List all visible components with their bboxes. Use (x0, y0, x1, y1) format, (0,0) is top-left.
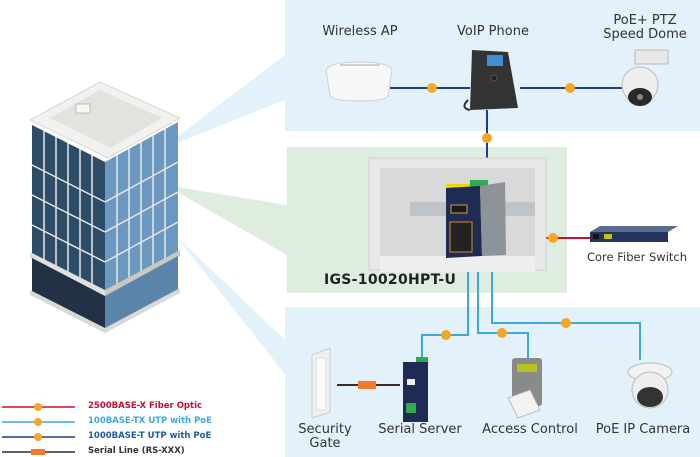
security-gate-icon (311, 347, 331, 419)
beam-bottom (175, 235, 285, 375)
building-icon (28, 81, 182, 333)
poe-badge (497, 328, 507, 338)
label-serial-server: Serial Server (378, 422, 462, 437)
label-wireless-ap: Wireless AP (322, 24, 398, 39)
label-security-gate-line2: Gate (309, 436, 341, 451)
poe-badge (427, 83, 437, 93)
switch-model-label: IGS-10020HPT-U (324, 272, 457, 288)
label-ptz-line2: Speed Dome (603, 27, 687, 42)
ip-camera-icon (627, 362, 673, 409)
poe-badge (565, 83, 575, 93)
legend-fiber: 2500BASE-X Fiber Optic (88, 401, 203, 411)
label-core-fiber-switch: Core Fiber Switch (586, 250, 688, 264)
access-control-icon (507, 358, 542, 419)
legend-lines (2, 403, 75, 455)
label-voip-phone: VoIP Phone (457, 24, 529, 39)
beam-top (160, 55, 285, 150)
industrial-switch-icon (446, 180, 506, 258)
poe-badge (441, 330, 451, 340)
legend-poe1000: 1000BASE-T UTP with PoE (88, 431, 212, 441)
poe-badge (561, 318, 571, 328)
poe-badges (427, 83, 575, 340)
ptz-camera-icon (621, 49, 669, 106)
serial-server-icon (403, 357, 428, 422)
voip-phone-icon (463, 50, 518, 111)
wireless-ap-icon (325, 61, 393, 102)
label-access-control: Access Control (482, 422, 578, 437)
label-ptz-line1: PoE+ PTZ (613, 13, 677, 28)
link-switch-access-control (477, 270, 529, 360)
label-security-gate-line1: Security (298, 422, 352, 437)
legend-poe100: 100BASE-TX UTP with PoE (88, 416, 212, 426)
beam-middle (165, 185, 287, 255)
serial-badge (358, 381, 376, 389)
label-ip-camera: PoE IP Camera (595, 422, 691, 437)
legend-serial: Serial Line (RS-XXX) (88, 446, 185, 456)
core-fiber-switch-icon (590, 226, 678, 242)
fiber-badge (548, 233, 558, 243)
link-switch-ip-camera (491, 270, 641, 360)
poe-badge (482, 133, 492, 143)
